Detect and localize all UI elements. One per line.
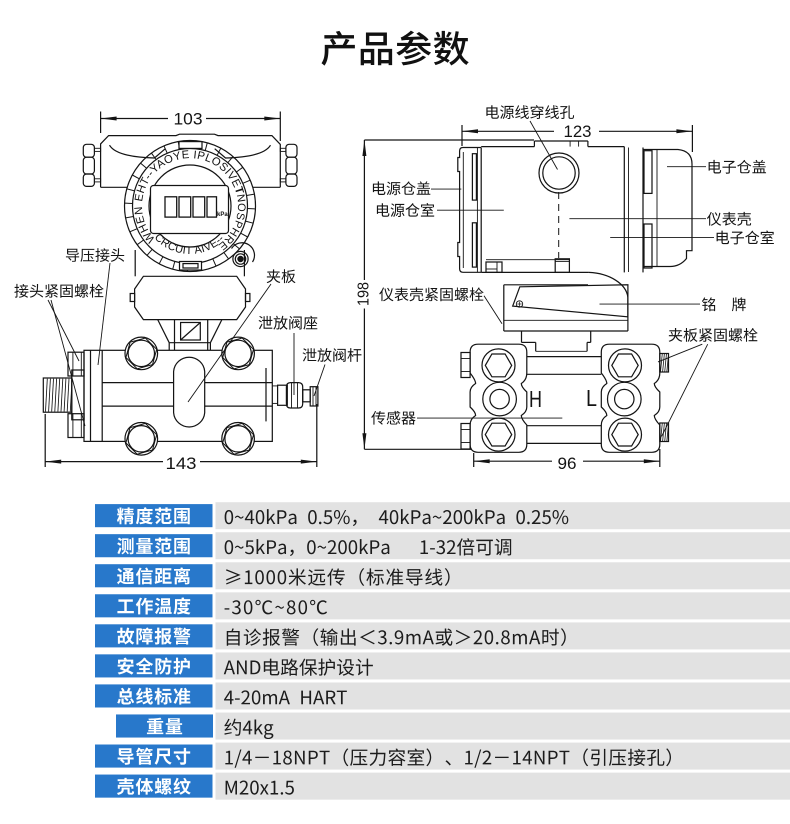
svg-text:103: 103	[174, 111, 203, 129]
svg-text:kPa: kPa	[217, 212, 228, 218]
svg-text:CRCUIT AIVE--: CRCUIT AIVE--	[152, 231, 227, 257]
svg-text:H: H	[529, 386, 542, 412]
svg-text:143: 143	[166, 455, 197, 473]
svg-text:L: L	[586, 385, 597, 411]
svg-text:96: 96	[558, 455, 577, 473]
svg-text:198: 198	[356, 282, 373, 306]
svg-text:123: 123	[564, 123, 592, 141]
